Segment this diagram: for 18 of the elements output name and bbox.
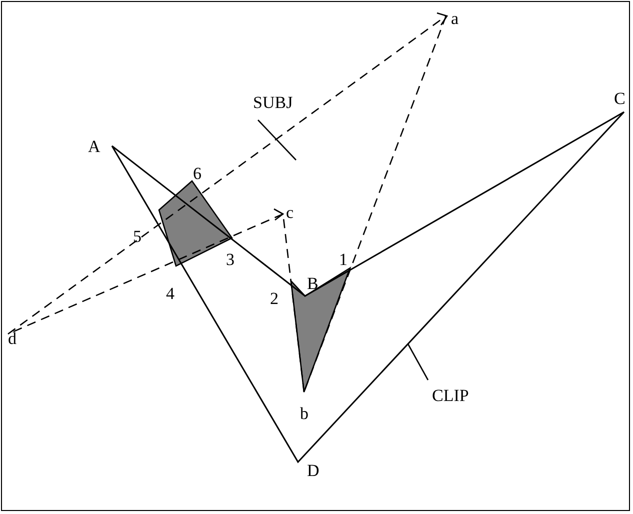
vertex-label: B: [307, 275, 318, 292]
vertex-label: a: [451, 10, 459, 27]
intersection-label: 3: [226, 251, 234, 268]
polygon-name: SUBJ: [253, 94, 293, 111]
vertex-label: c: [286, 204, 294, 221]
intersection-label: 1: [339, 251, 348, 268]
polygon-name: CLIP: [432, 387, 469, 404]
vertex-label: D: [307, 462, 320, 479]
vertex-label: d: [8, 330, 16, 347]
intersection-label: 6: [193, 165, 202, 182]
intersection-label: 2: [270, 290, 278, 307]
intersection-label: 5: [133, 228, 142, 245]
vertex-label: b: [300, 405, 308, 422]
intersection-label: 4: [166, 285, 174, 302]
leader-line: [407, 344, 429, 380]
leader-line: [258, 120, 296, 160]
vertex-label: A: [88, 138, 100, 155]
vertex-label: C: [614, 90, 626, 107]
